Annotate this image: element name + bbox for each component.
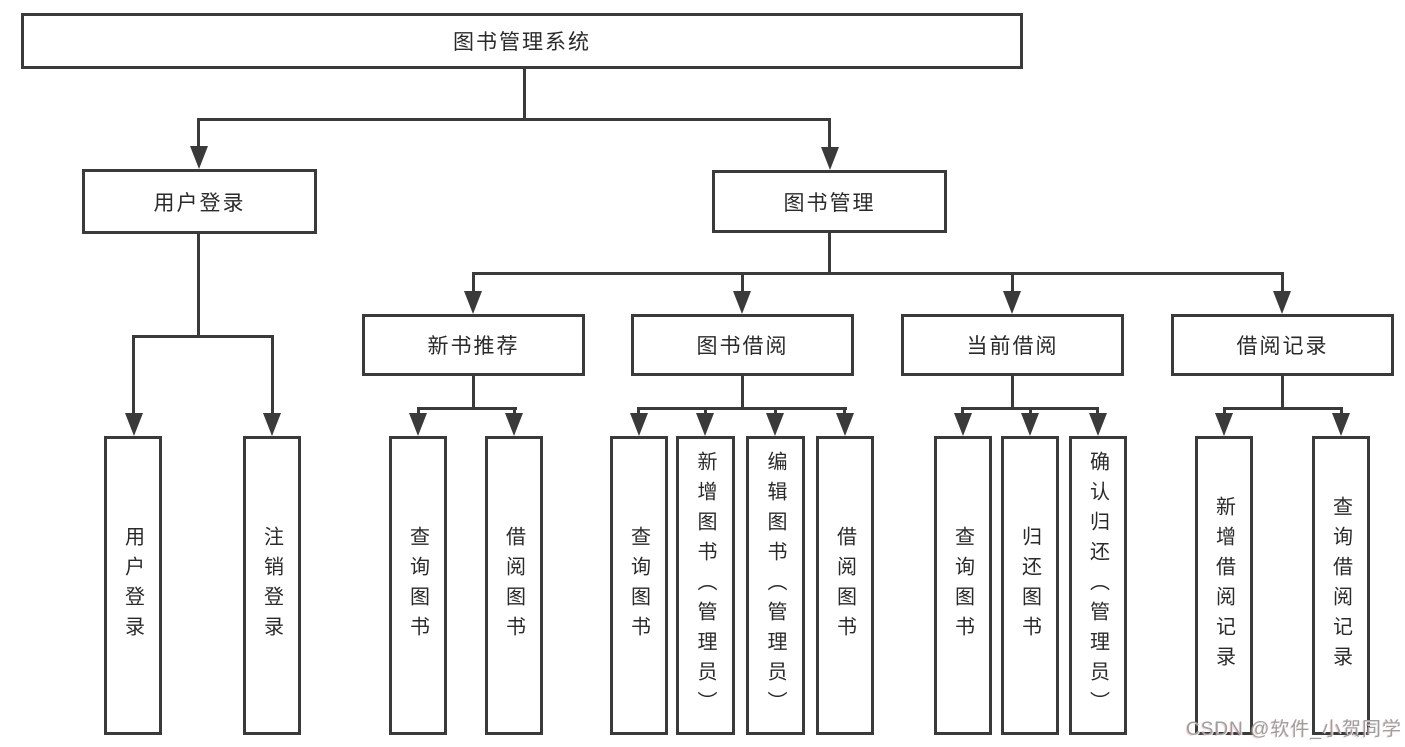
connector-stub	[1011, 376, 1014, 409]
connector-drop-leaf	[637, 407, 640, 417]
connector-drop-user-login	[197, 118, 200, 149]
arrow-down-icon	[464, 291, 482, 314]
arrow-down-icon	[733, 291, 751, 314]
node-label: 注销登录	[260, 525, 283, 646]
connector-level3-branch	[472, 272, 1284, 275]
node-label: 新增借阅记录	[1212, 495, 1235, 676]
node-book-management: 图书管理	[712, 170, 947, 233]
leaf-query-borrow-record: 查询借阅记录	[1312, 436, 1370, 735]
node-label: 归还图书	[1018, 525, 1041, 646]
node-book-borrowing: 图书借阅	[631, 314, 854, 376]
leaf-borrow-books-recommend: 借阅图书	[485, 436, 543, 735]
node-label: 新增图书（管理员）	[694, 450, 716, 721]
connector-drop-leaf	[1340, 407, 1343, 417]
leaf-logout: 注销登录	[243, 436, 301, 735]
node-current-borrowing: 当前借阅	[901, 314, 1124, 376]
arrow-down-icon	[836, 413, 854, 436]
connector-drop-leaf	[1096, 407, 1099, 417]
connector-stub	[1281, 376, 1284, 409]
connector-drop-leaf	[774, 407, 777, 417]
arrow-down-icon	[125, 413, 143, 436]
leaf-add-borrow-record: 新增借阅记录	[1195, 436, 1253, 735]
arrow-down-icon	[505, 413, 523, 436]
leaf-query-books-borrowing: 查询图书	[610, 436, 668, 735]
node-label: 新书推荐	[427, 335, 520, 358]
node-label: 编辑图书（管理员）	[764, 450, 786, 721]
node-label: 查询借阅记录	[1329, 495, 1352, 676]
connector-drop-leaf	[271, 335, 274, 415]
connector-drop-leaf	[132, 335, 135, 415]
node-user-login: 用户登录	[82, 169, 317, 234]
connector-drop-level3	[472, 272, 475, 293]
arrow-down-icon	[1021, 413, 1039, 436]
node-label: 借阅图书	[502, 525, 525, 646]
connector-drop-leaf	[961, 407, 964, 417]
node-label: 图书管理系统	[453, 31, 591, 54]
connector-root-stub	[523, 69, 526, 120]
arrow-down-icon	[409, 413, 427, 436]
connector-book-management-stub	[828, 233, 831, 274]
node-label: 查询图书	[627, 525, 650, 646]
node-borrowing-records: 借阅记录	[1171, 314, 1394, 376]
arrow-down-icon	[766, 413, 784, 436]
leaf-user-login: 用户登录	[104, 436, 162, 735]
csdn-watermark: CSDN @软件_小贺同学	[1186, 719, 1402, 740]
connector-drop-level3	[1281, 272, 1284, 293]
leaf-confirm-return-admin: 确认归还（管理员）	[1069, 436, 1127, 735]
leaf-query-books-current: 查询图书	[934, 436, 992, 735]
connector-drop-leaf	[843, 407, 846, 417]
arrow-down-icon	[1215, 413, 1233, 436]
connector-stub	[741, 376, 744, 409]
arrow-down-icon	[696, 413, 714, 436]
connector-drop-leaf	[1223, 407, 1226, 417]
node-label: 查询图书	[406, 525, 429, 646]
leaf-query-books-recommend: 查询图书	[389, 436, 447, 735]
connector-drop-level3	[1011, 272, 1014, 293]
leaf-borrow-books: 借阅图书	[816, 436, 874, 735]
connector-drop-level3	[741, 272, 744, 293]
node-label: 当前借阅	[966, 335, 1059, 358]
leaf-add-books-admin: 新增图书（管理员）	[676, 436, 735, 735]
connector-stub	[472, 376, 475, 409]
connector-cluster-branch	[638, 407, 847, 410]
connector-cluster-branch	[417, 407, 517, 410]
arrow-down-icon	[954, 413, 972, 436]
connector-drop-leaf	[1029, 407, 1032, 417]
node-new-book-recommendation: 新书推荐	[362, 314, 585, 376]
connector-drop-leaf	[417, 407, 420, 417]
arrow-down-icon	[1089, 413, 1107, 436]
connector-drop-leaf	[704, 407, 707, 417]
node-label: 图书借阅	[696, 335, 789, 358]
arrow-down-icon	[263, 413, 281, 436]
node-label: 查询图书	[951, 525, 974, 646]
node-label: 借阅图书	[833, 525, 856, 646]
node-label: 图书管理	[783, 191, 876, 215]
node-root-library-system: 图书管理系统	[21, 13, 1023, 69]
connector-drop-book-management	[828, 118, 831, 150]
connector-user-login-stub	[197, 234, 200, 337]
connector-user-login-branch	[132, 335, 274, 338]
arrow-down-icon	[821, 147, 839, 170]
node-label: 用户登录	[153, 191, 246, 215]
node-label: 用户登录	[121, 525, 144, 646]
arrow-down-icon	[1003, 291, 1021, 314]
node-label: 借阅记录	[1236, 335, 1329, 358]
arrow-down-icon	[1332, 413, 1350, 436]
leaf-return-books: 归还图书	[1001, 436, 1059, 735]
leaf-edit-books-admin: 编辑图书（管理员）	[746, 436, 805, 735]
arrow-down-icon	[1273, 291, 1291, 314]
connector-drop-leaf	[513, 407, 516, 417]
arrow-down-icon	[190, 146, 208, 169]
connector-cluster-branch	[1223, 407, 1343, 410]
connector-level1-branch	[197, 118, 831, 121]
node-label: 确认归还（管理员）	[1086, 450, 1109, 721]
arrow-down-icon	[630, 413, 648, 436]
